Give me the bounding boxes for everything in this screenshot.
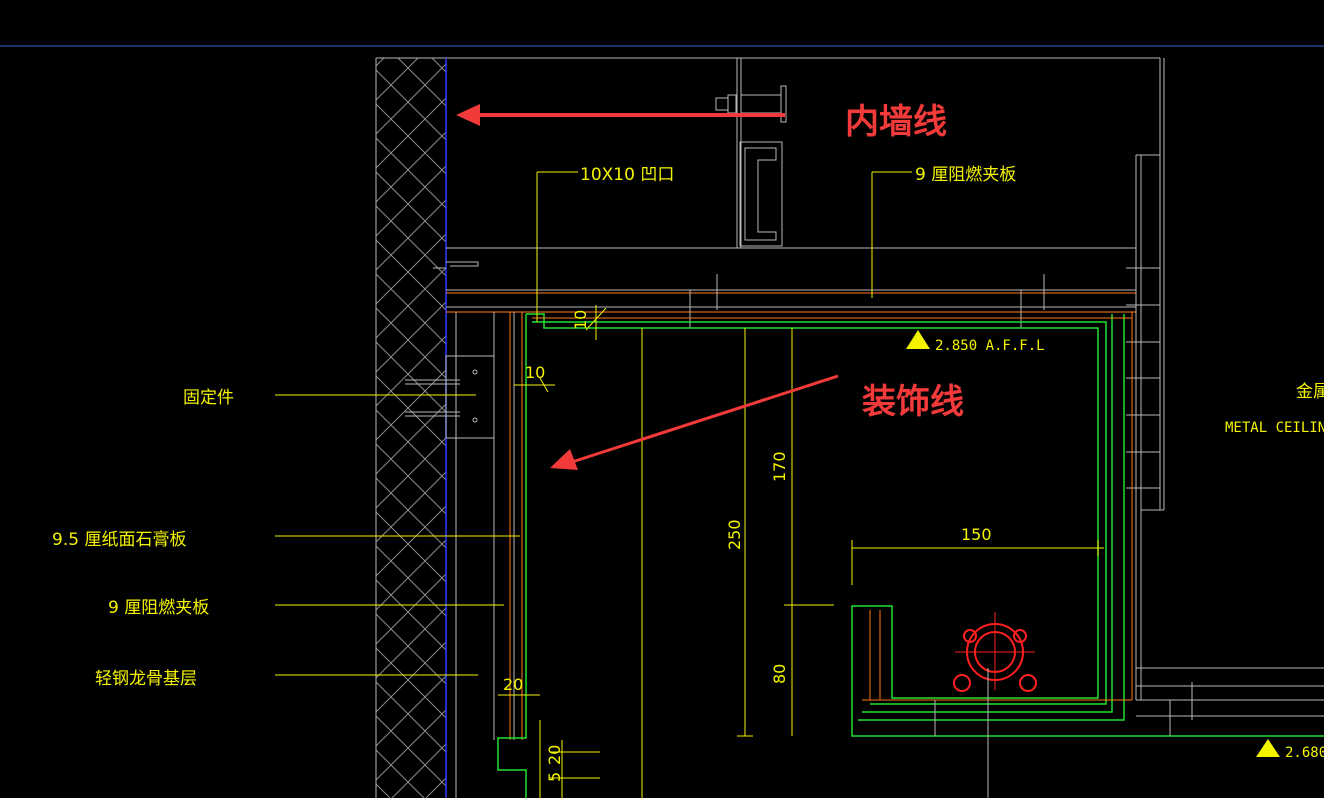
- level-marker-lower: [1256, 739, 1280, 757]
- hanger-bolt: [715, 58, 787, 248]
- dim-20-bottom: 20: [545, 745, 564, 765]
- inner-wall-line-label: 内墙线: [845, 102, 947, 142]
- flame-board-label: 9 厘阻燃夹板: [108, 598, 209, 618]
- decorative-line-label: 装饰线: [862, 382, 964, 422]
- dim-10-side: 10: [525, 363, 545, 382]
- top-board-label: 9 厘阻燃夹板: [915, 165, 1016, 185]
- inner-wall-arrow: [456, 104, 785, 126]
- inner-board-orange: [532, 312, 1133, 701]
- decorative-line-arrow: [550, 374, 839, 470]
- groove-label: 10X10 凹口: [580, 165, 674, 185]
- dim-10-top: 10: [571, 310, 590, 330]
- metal-cn-label: 金属: [1296, 382, 1324, 402]
- level-lower-label: 2.680 A.: [1285, 745, 1324, 761]
- left-leaders: [275, 394, 520, 676]
- dim-20: 20: [503, 675, 523, 694]
- level-marker-upper: [906, 330, 930, 349]
- keel-base-label: 轻钢龙骨基层: [95, 669, 197, 689]
- lower-ceiling: [934, 667, 1324, 736]
- dim-80: 80: [770, 664, 789, 684]
- dim-5: 5: [545, 772, 564, 782]
- metal-en-label: METAL CEILING: [1225, 420, 1324, 436]
- fixing-label: 固定件: [183, 388, 234, 408]
- board-screws: [433, 267, 1045, 328]
- gypsum-board-label: 9.5 厘纸面石膏板: [52, 529, 186, 550]
- dim-170: 170: [770, 451, 789, 482]
- level-upper-label: 2.850 A.F.F.L: [935, 338, 1045, 354]
- right-panel-screws: [1126, 267, 1160, 489]
- light-fixture: [953, 612, 1037, 692]
- dimension-lines: [498, 171, 1104, 798]
- upper-board: [446, 247, 1136, 313]
- dim-250: 250: [725, 519, 744, 550]
- fixing-bracket: [405, 355, 495, 439]
- left-board-layers: [455, 312, 523, 798]
- dim-150: 150: [961, 525, 992, 544]
- right-vertical-panel: [1135, 58, 1165, 700]
